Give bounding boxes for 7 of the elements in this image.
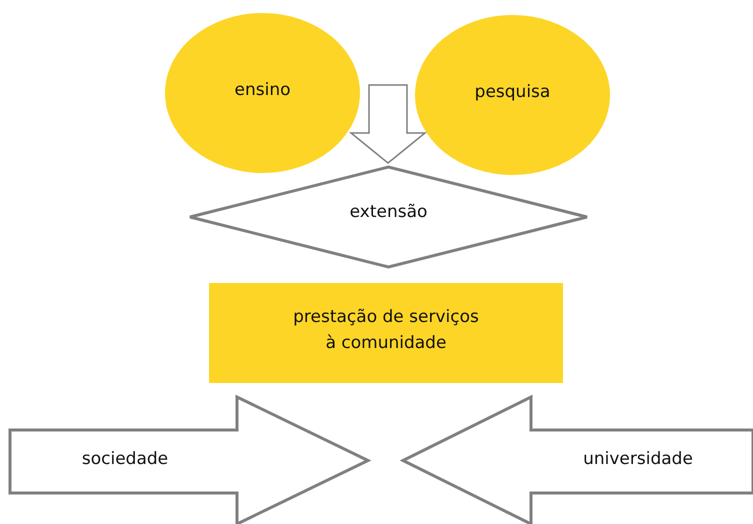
node-label: extensão [348, 201, 428, 224]
node-label: universidade [582, 448, 694, 471]
block-arrow [348, 84, 428, 164]
node-label: pesquisa [474, 81, 552, 104]
node-label: prestação de serviços à comunidade [292, 306, 480, 354]
node-label: sociedade [80, 448, 170, 471]
node-label: ensino [234, 79, 292, 102]
